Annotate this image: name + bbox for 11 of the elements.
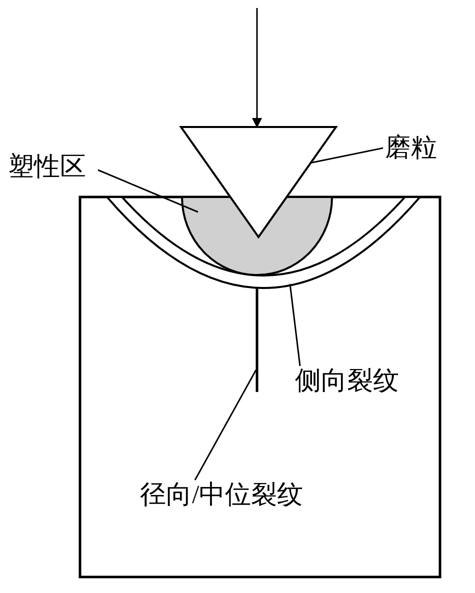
part-label: 侧向裂纹 (295, 366, 399, 396)
leader-line (98, 169, 198, 213)
part-label: 磨粒 (385, 133, 437, 163)
median-crack (256, 288, 258, 392)
part-label: 塑性区 (8, 152, 86, 182)
abrasive-grain-triangle (179, 126, 338, 239)
leader-line (194, 370, 257, 480)
leader-line (289, 284, 301, 366)
lateral-crack (106, 196, 421, 289)
leader-line (310, 147, 384, 164)
part-label: 径向/中位裂纹 (140, 480, 304, 510)
